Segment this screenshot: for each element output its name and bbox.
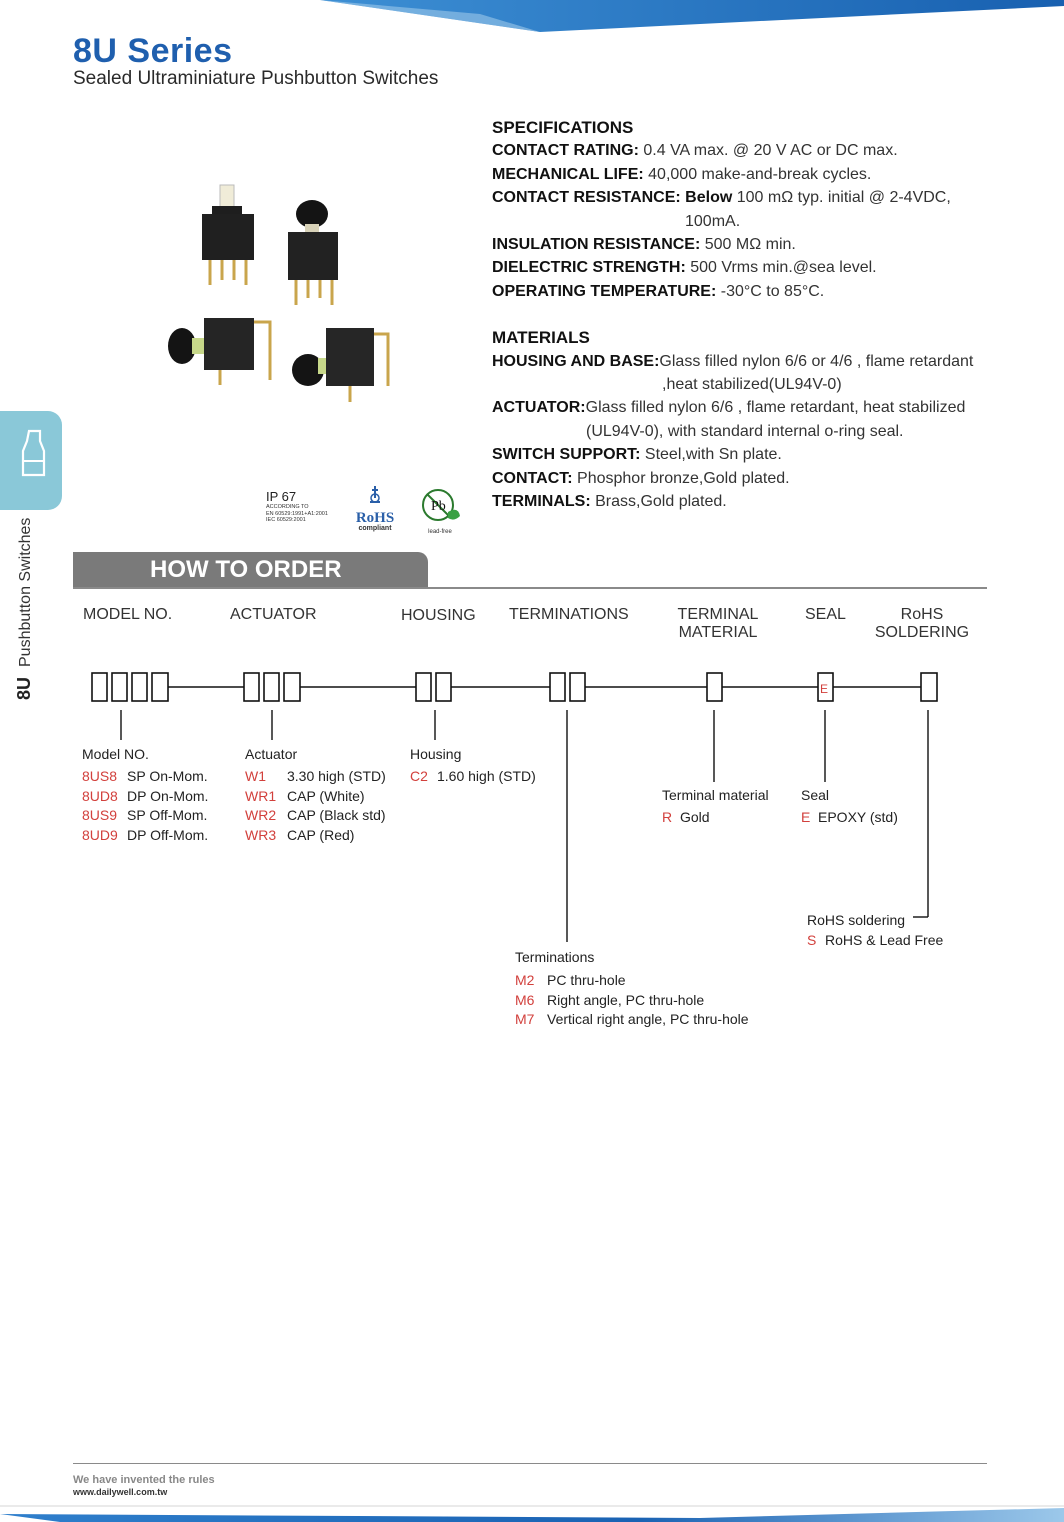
material-row-continuation: (UL94V-0), with standard internal o-ring… bbox=[586, 422, 904, 440]
how-to-order-rule bbox=[73, 587, 987, 589]
col-rohs-soldering: RoHS SOLDERING bbox=[874, 606, 970, 641]
specifications-heading: SPECIFICATIONS bbox=[492, 118, 634, 137]
ip67-line-3: IEC 60529:2001 bbox=[266, 517, 306, 523]
lead-free-sub: lead-free bbox=[428, 529, 452, 535]
footer-rule bbox=[73, 1463, 987, 1464]
code-box bbox=[91, 672, 108, 702]
option-title: RoHS soldering bbox=[807, 912, 906, 928]
seal-box-letter: E bbox=[820, 682, 828, 696]
how-to-order-title: HOW TO ORDER bbox=[150, 556, 342, 583]
rohs-sub: compliant bbox=[358, 525, 392, 532]
code-box bbox=[283, 672, 301, 702]
product-photo bbox=[168, 184, 390, 402]
option-title: Seal bbox=[801, 787, 830, 803]
col-housing: HOUSING bbox=[401, 607, 476, 624]
option-title: Model NO. bbox=[82, 746, 149, 762]
material-row: TERMINALS: Brass,Gold plated. bbox=[492, 493, 727, 511]
how-to-order-bar bbox=[73, 552, 428, 588]
col-terminal-material: TERMINAL MATERIAL bbox=[677, 606, 759, 641]
footer-slogan: We have invented the rules bbox=[73, 1474, 215, 1486]
spec-row-continuation: 100mA. bbox=[685, 212, 741, 230]
switch-upright-white bbox=[202, 184, 254, 285]
code-box bbox=[131, 672, 148, 702]
code-box bbox=[549, 672, 566, 702]
materials-heading: MATERIALS bbox=[492, 328, 590, 348]
side-category: Pushbutton Switches bbox=[17, 517, 34, 667]
bottom-stripe-decoration bbox=[0, 1505, 1064, 1522]
ip67-label: IP 67 bbox=[266, 489, 297, 504]
switch-right-angle bbox=[168, 318, 272, 385]
rohs-icon bbox=[370, 486, 380, 503]
spec-row: MECHANICAL LIFE: 40,000 make-and-break c… bbox=[492, 165, 872, 183]
order-code-diagram: E bbox=[91, 672, 938, 942]
material-row-continuation: ,heat stabilized(UL94V-0) bbox=[662, 376, 842, 394]
option-title: Terminations bbox=[515, 949, 595, 965]
option-title: Actuator bbox=[245, 746, 298, 762]
spec-row: CONTACT RATING: 0.4 VA max. @ 20 V AC or… bbox=[492, 142, 898, 160]
code-box bbox=[111, 672, 128, 702]
pb-text: Pb bbox=[431, 499, 446, 514]
code-box bbox=[435, 672, 452, 702]
code-box bbox=[706, 672, 723, 702]
lead-free-icon: Pb bbox=[422, 489, 460, 521]
material-row: CONTACT: Phosphor bronze,Gold plated. bbox=[492, 469, 790, 487]
switch-upright-black-cap bbox=[288, 200, 338, 305]
ip67-line-2: EN 60529:1991+A1:2001 bbox=[266, 510, 328, 517]
series-subtitle: Sealed Ultraminiature Pushbutton Switche… bbox=[73, 68, 439, 89]
top-stripe-decoration bbox=[320, 0, 1064, 32]
code-box bbox=[151, 672, 169, 702]
spec-row: DIELECTRIC STRENGTH: 500 Vrms min.@sea l… bbox=[492, 259, 877, 277]
switch-vertical-right-angle bbox=[292, 328, 390, 402]
side-category-tab bbox=[0, 411, 62, 510]
ip67-mark: IP 67 ACCORDING TO EN 60529:1991+A1:2001… bbox=[266, 490, 346, 524]
rohs-mark: RoHS compliant bbox=[350, 484, 400, 532]
spec-row: CONTACT RESISTANCE: Below 100 mΩ typ. in… bbox=[492, 189, 951, 207]
footer-url: www.dailywell.com.tw bbox=[73, 1487, 168, 1497]
col-seal: SEAL bbox=[805, 606, 846, 623]
col-model-no: MODEL NO. bbox=[83, 606, 173, 623]
ip67-line-1: ACCORDING TO bbox=[266, 504, 309, 510]
code-box bbox=[415, 672, 432, 702]
material-row: HOUSING AND BASE:Glass filled nylon 6/6 … bbox=[492, 352, 974, 370]
code-box bbox=[243, 672, 260, 702]
lead-free-mark: Pb lead-free bbox=[418, 488, 462, 535]
col-terminations: TERMINATIONS bbox=[509, 606, 629, 623]
code-box bbox=[569, 672, 586, 702]
specifications-block: SPECIFICATIONS CONTACT RATING: 0.4 VA ma… bbox=[492, 116, 1022, 514]
option-title: Housing bbox=[410, 746, 462, 762]
spec-row: OPERATING TEMPERATURE: -30°C to 85°C. bbox=[492, 282, 825, 300]
rohs-label: RoHS bbox=[355, 510, 395, 526]
material-row: SWITCH SUPPORT: Steel,with Sn plate. bbox=[492, 446, 782, 464]
col-actuator: ACTUATOR bbox=[230, 606, 317, 623]
series-title: 8U Series bbox=[73, 32, 233, 70]
option-title: Terminal material bbox=[662, 787, 769, 803]
spec-row: INSULATION RESISTANCE: 500 MΩ min. bbox=[492, 236, 796, 254]
material-row: ACTUATOR:Glass filled nylon 6/6 , flame … bbox=[492, 399, 966, 417]
code-box bbox=[263, 672, 280, 702]
code-box bbox=[920, 672, 938, 702]
pushbutton-switch-icon bbox=[21, 429, 46, 477]
